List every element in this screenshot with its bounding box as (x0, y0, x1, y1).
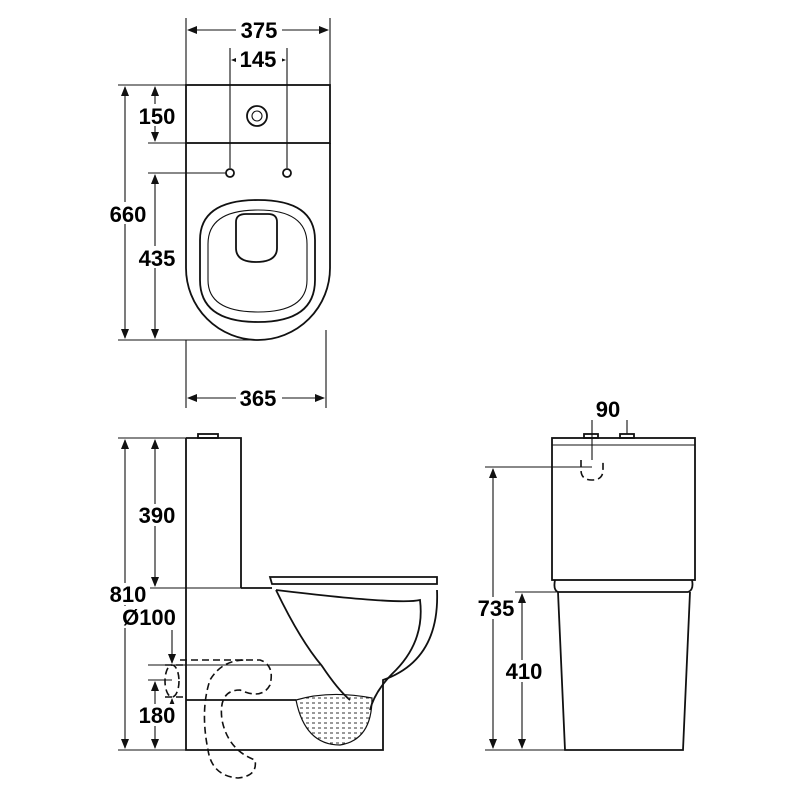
tank-outline-side (186, 437, 242, 588)
side-view: 390 810 Ø100 180 (104, 433, 438, 779)
top-view: 375 145 150 660 435 365 (104, 18, 331, 411)
tank-outline-front (551, 437, 696, 581)
dim-button-offset: 90 (596, 397, 620, 422)
dim-outlet-height: 180 (139, 703, 176, 728)
tank-outline-top (185, 84, 331, 144)
dim-overall-length: 660 (110, 202, 147, 227)
seat-side (268, 576, 438, 585)
water-seal (295, 693, 373, 746)
fixing-hole (225, 168, 235, 178)
dim-tank-depth: 150 (139, 104, 176, 129)
bowl-outline-side (185, 438, 438, 751)
dim-bowl-height: 410 (506, 659, 543, 684)
dim-tank-height: 390 (139, 503, 176, 528)
dim-bowl-length: 435 (139, 246, 176, 271)
lid-hinge (235, 213, 278, 263)
dim-bowl-width: 365 (240, 386, 277, 411)
dim-overall-width: 375 (241, 18, 278, 43)
dim-hole-spacing: 145 (240, 47, 277, 72)
front-view: 90 735 410 (472, 397, 696, 751)
dim-overall-height: 810 (110, 582, 147, 607)
flush-valve-dashed (580, 460, 604, 481)
dim-front-overall-height: 735 (478, 596, 515, 621)
flush-button (246, 105, 268, 127)
outlet-trap-dashed (180, 659, 273, 779)
fixing-hole (282, 168, 292, 178)
bowl-outline-front (557, 591, 691, 751)
seat-outline (199, 199, 316, 323)
dim-outlet-diameter: Ø100 (122, 605, 176, 630)
